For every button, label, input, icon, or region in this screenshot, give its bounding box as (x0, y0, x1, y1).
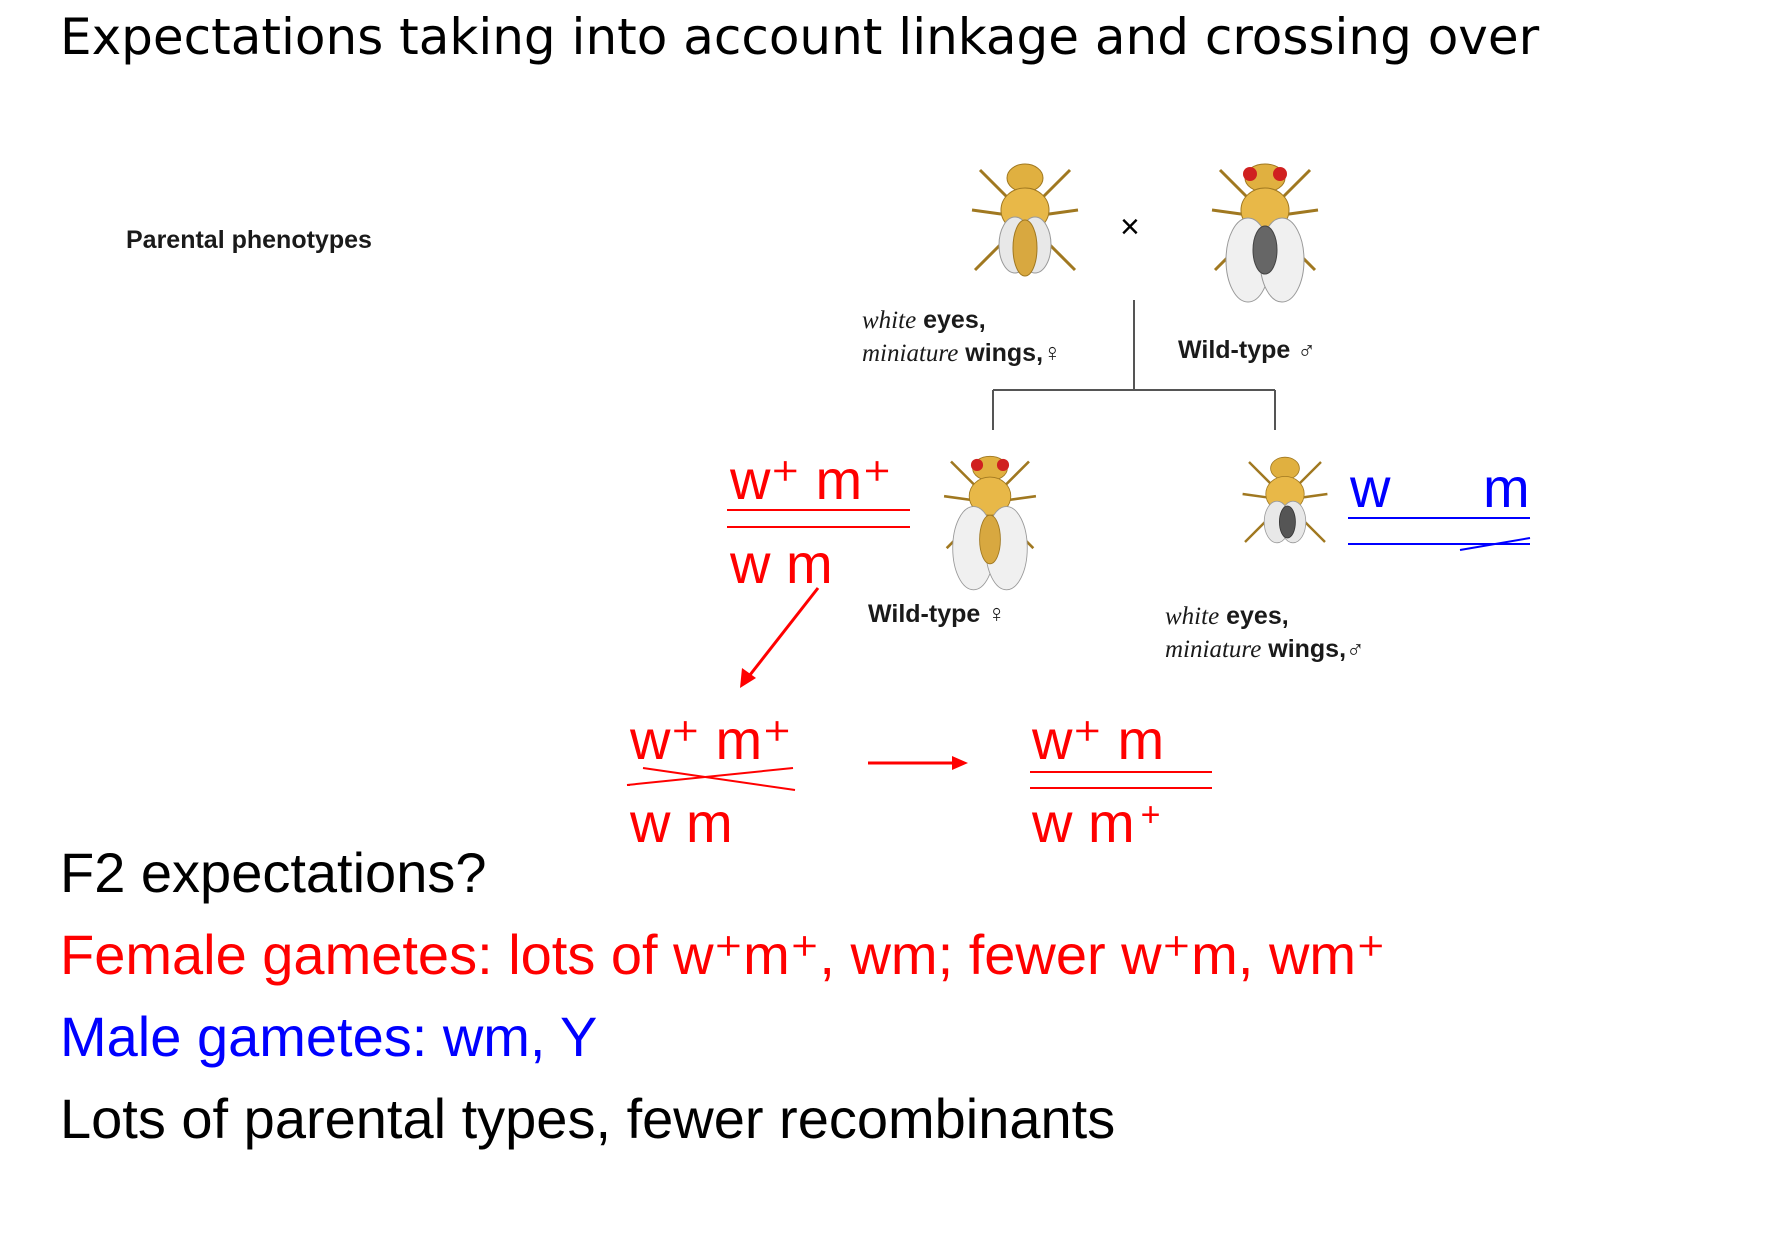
f1-male-genotype-m: m (1483, 456, 1530, 519)
parental-phenotypes-label: Parental phenotypes (126, 226, 372, 254)
male-gametes-line: Male gametes: wm, Y (60, 1005, 598, 1068)
gene-miniature-text: miniature (1165, 636, 1262, 663)
eyes-text: eyes, (916, 306, 986, 334)
crossover-right-bottom: w m+ (1032, 795, 1161, 851)
gene-white-text: white (1165, 603, 1220, 630)
crossover-right-top: w⁺ m (1032, 708, 1165, 771)
fly-wild-type-female-icon (943, 455, 1037, 591)
fly-wild-type-male-icon (1211, 163, 1319, 303)
gene-white-text: white (862, 307, 917, 334)
f1-female-label: Wild-type ♀ (868, 600, 1006, 628)
fly-white-miniature-female-icon (971, 163, 1079, 277)
summary-line: Lots of parental types, fewer recombinan… (60, 1087, 1116, 1150)
crossover-right-bottom-text: w m (1032, 791, 1135, 854)
parent-female-label: white eyes, miniature wings,♀ (862, 304, 1062, 370)
female-gametes-line: Female gametes: lots of w⁺m⁺, wm; fewer … (60, 923, 1386, 986)
slide-title: Expectations taking into account linkage… (60, 8, 1540, 66)
f1-female-genotype-bottom: w m (730, 532, 833, 595)
crossover-left-top: w⁺ m⁺ (630, 708, 792, 771)
plus-superscript: + (1140, 796, 1161, 834)
fly-white-miniature-male-icon (1242, 456, 1328, 544)
eyes-text: eyes, (1219, 602, 1289, 630)
gene-miniature-text: miniature (862, 340, 959, 367)
wings-text: wings,♀ (958, 339, 1062, 367)
f1-female-genotype-top: w⁺ m⁺ (730, 448, 892, 511)
f1-male-label: white eyes, miniature wings,♂ (1165, 600, 1365, 666)
parent-male-label: Wild-type ♂ (1178, 336, 1316, 364)
crossover-left-bottom: w m (630, 791, 733, 854)
f1-male-genotype-w: w (1350, 456, 1391, 519)
wings-text: wings,♂ (1261, 635, 1365, 663)
cross-symbol: × (1120, 208, 1140, 246)
f2-question: F2 expectations? (60, 841, 487, 904)
